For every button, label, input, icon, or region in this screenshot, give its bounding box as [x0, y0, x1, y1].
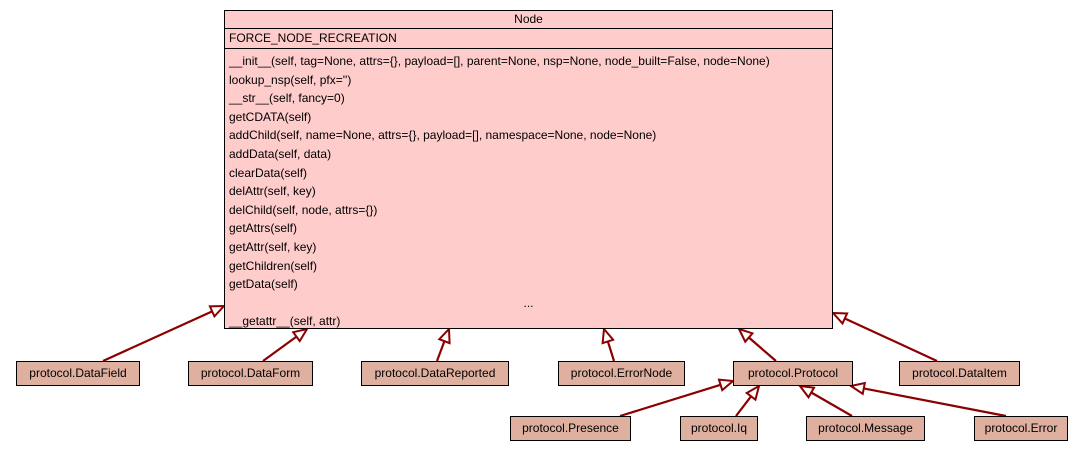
arrowhead-iq-to-protocol [744, 383, 761, 402]
class-datafield[interactable]: protocol.DataField [16, 361, 140, 386]
method-addchild: addChild(self, name=None, attrs={}, payl… [229, 128, 657, 143]
edge-dataform-to-node [262, 335, 298, 362]
class-node-title: Node [225, 11, 832, 29]
method-getattr: getAttr(self, key) [229, 239, 317, 254]
class-presence[interactable]: protocol.Presence [510, 416, 631, 441]
arrowhead-protocol-to-node [737, 327, 755, 344]
edge-iq-to-protocol [735, 395, 752, 417]
arrowhead-datafield-to-node [208, 304, 227, 319]
edge-datareported-to-node [435, 340, 446, 362]
method-delattr: delAttr(self, key) [229, 184, 316, 199]
class-protocol[interactable]: protocol.Protocol [733, 361, 853, 386]
method-getdata: getData(self) [229, 277, 298, 292]
methods-ellipsis: ... [523, 295, 534, 310]
arrowhead-presence-to-protocol [717, 378, 736, 392]
method-delchild: delChild(self, node, attrs={}) [229, 202, 378, 217]
method-getchildren: getChildren(self) [229, 258, 318, 273]
edge-protocol-to-node [748, 336, 777, 362]
arrowhead-errornode-to-node [601, 326, 615, 345]
edge-message-to-protocol [810, 391, 853, 417]
arrowhead-dataitem-to-node [830, 311, 849, 326]
edge-error-to-protocol [863, 387, 1007, 418]
method-getattrs: getAttrs(self) [229, 221, 298, 236]
class-node-attribute: FORCE_NODE_RECREATION [225, 29, 832, 49]
method-adddata: addData(self, data) [229, 146, 332, 161]
class-datareported[interactable]: protocol.DataReported [361, 361, 509, 386]
class-errornode[interactable]: protocol.ErrorNode [558, 361, 685, 386]
edge-dataitem-to-node [844, 317, 938, 362]
arrowhead-message-to-protocol [797, 384, 816, 400]
class-dataform[interactable]: protocol.DataForm [188, 361, 313, 386]
arrowhead-dataform-to-node [291, 327, 310, 343]
class-error[interactable]: protocol.Error [974, 416, 1068, 441]
method-init: __init__(self, tag=None, attrs={}, paylo… [229, 54, 770, 68]
arrowhead-error-to-protocol [848, 381, 867, 396]
method-str: __str__(self, fancy=0) [229, 91, 345, 106]
edge-presence-to-protocol [619, 383, 721, 418]
class-node-methods: __init__(self, tag=None, attrs={}, paylo… [225, 49, 832, 331]
class-message[interactable]: protocol.Message [806, 416, 925, 441]
arrowhead-datareported-to-node [437, 326, 451, 345]
method-getattr-dunder: __getattr__(self, attr) [229, 314, 341, 329]
edge-errornode-to-node [606, 341, 616, 362]
edge-datafield-to-node [102, 310, 213, 363]
method-lookup-nsp: lookup_nsp(self, pfx='') [229, 72, 352, 87]
class-iq[interactable]: protocol.Iq [680, 416, 758, 441]
method-cleardata: clearData(self) [229, 165, 308, 180]
class-node[interactable]: Node FORCE_NODE_RECREATION __init__(self… [224, 10, 833, 329]
method-getcdata: getCDATA(self) [229, 109, 312, 124]
class-dataitem[interactable]: protocol.DataItem [899, 361, 1020, 386]
